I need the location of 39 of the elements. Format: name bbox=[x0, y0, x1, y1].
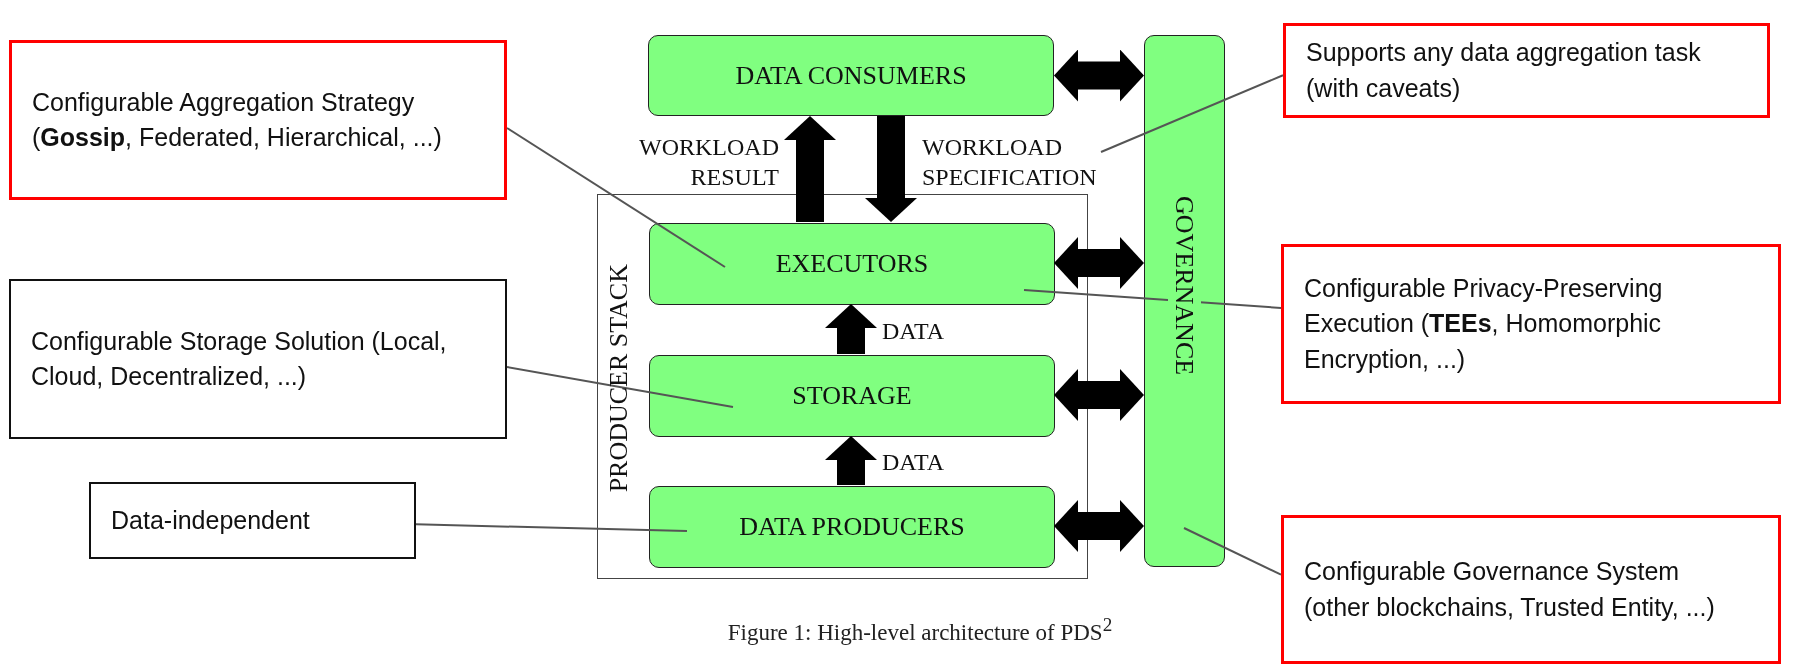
bar-label: GOVERNANCE bbox=[1167, 196, 1202, 376]
callout-box bbox=[89, 482, 416, 559]
leader-line bbox=[1183, 527, 1282, 576]
leader-line bbox=[415, 523, 688, 532]
component-label: DATA PRODUCERS bbox=[739, 512, 965, 542]
component-box bbox=[649, 223, 1055, 305]
callout-text: Configurable Aggregation Strategy (Gossip, Federated, Hierarchical, ...) bbox=[32, 86, 442, 153]
block-arrow bbox=[825, 436, 877, 485]
callout-text: Configurable Privacy-Preserving Execution (TEEs, Homomorphic Encryption, ...) bbox=[1304, 272, 1664, 375]
block-arrow bbox=[784, 116, 836, 222]
figure-caption: Figure 1: High-level architecture of PDS$^{2}$ bbox=[727, 619, 1113, 645]
group-frame bbox=[597, 194, 1088, 579]
component-label: EXECUTORS bbox=[775, 249, 929, 279]
governance-bar bbox=[1144, 35, 1225, 567]
component-label: STORAGE bbox=[792, 381, 912, 411]
callout-text: Configurable Governance System (other blockchains, Trusted Entity, ...) bbox=[1304, 556, 1716, 623]
leader-line bbox=[1100, 74, 1284, 153]
component-box bbox=[648, 35, 1054, 116]
component-box bbox=[649, 486, 1055, 568]
leader-line bbox=[506, 366, 734, 408]
block-arrow bbox=[825, 304, 877, 354]
double-arrow bbox=[1054, 369, 1144, 421]
callout-box bbox=[9, 40, 507, 200]
callout-box bbox=[9, 279, 507, 439]
double-arrow bbox=[1054, 49, 1144, 102]
callout-box bbox=[1281, 244, 1781, 404]
callout-text: Supports any data aggregation task (with caveats) bbox=[1306, 37, 1702, 104]
component-box bbox=[649, 355, 1055, 437]
leader-line bbox=[1023, 289, 1282, 309]
block-arrow bbox=[865, 116, 917, 222]
callout-box bbox=[1283, 23, 1770, 118]
double-arrow bbox=[1054, 500, 1144, 552]
callout-text: Data-independent bbox=[111, 504, 310, 536]
callout-box bbox=[1281, 515, 1781, 664]
group-label: PRODUCER STACK bbox=[603, 263, 634, 492]
double-arrow bbox=[1054, 237, 1144, 289]
component-label: DATA CONSUMERS bbox=[735, 60, 967, 91]
leader-line bbox=[506, 127, 726, 268]
callout-text: Configurable Storage Solution (Local, Cloud, Decentralized, ...) bbox=[31, 325, 448, 392]
